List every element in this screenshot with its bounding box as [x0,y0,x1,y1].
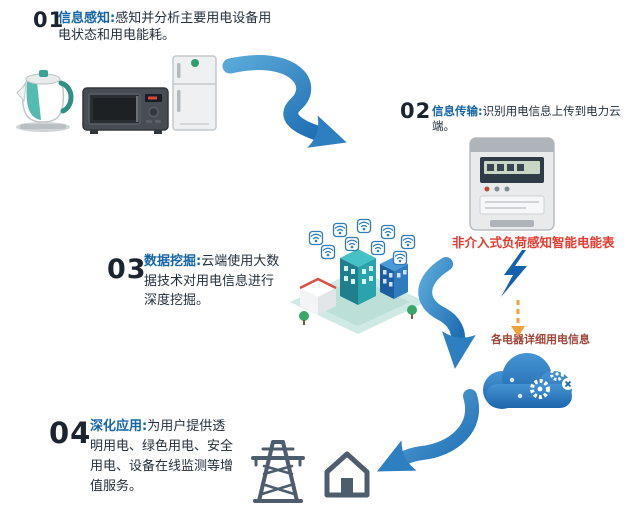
step-2-number: 02 [400,99,432,123]
step-3-desc: 云端使用大数据技术对用电信息进行深度挖掘。 [144,254,280,308]
dashed-down-arrow [511,300,525,337]
step-1-title: 信息感知: [58,11,116,26]
smart-city-illustration [290,218,426,334]
step-3-title: 数据挖掘: [144,254,202,269]
cloud-computing-icon [483,353,574,409]
house-icon [324,451,370,498]
step-2-text: 信息传输:识别用电信息上传到电力云端。 [432,104,638,134]
step-4-desc: 为用户提供透明用电、绿色用电、安全用电、设备在线监测等增值服务。 [90,419,234,494]
step-3-text: 数据挖掘:云端使用大数据技术对用电信息进行深度挖掘。 [144,252,284,311]
smart-meter-icon [469,137,555,231]
arrow-cloud-to-step4 [376,389,479,472]
close-badge-icon [562,378,574,390]
step-4-title: 深化应用: [90,419,148,434]
lightning-bolt-icon [501,250,527,297]
step-1-text: 信息感知:感知并分析主要用电设备用电状态和用电能耗。 [58,10,272,44]
step-1-desc: 感知并分析主要用电设备用电状态和用电能耗。 [58,11,272,43]
kettle-icon [16,70,74,132]
transmission-tower-icon [251,440,305,503]
meter-caption: 非介入式负荷感知智能电能表 [452,235,615,250]
step-2-desc: 识别用电信息上传到电力云端。 [432,104,621,133]
step-4-text: 深化应用:为用户提供透明用电、绿色用电、安全用电、设备在线监测等增值服务。 [90,417,236,497]
step-3-number: 03 [107,254,147,285]
fridge-icon [172,55,217,131]
gear-icon [530,379,550,399]
microwave-icon [82,87,169,134]
gear-small-icon [550,367,564,381]
appliance-detail-label: 各电器详细用电信息 [491,333,590,346]
arrow-step1-to-step2 [222,55,347,148]
step-1-number: 01 [33,8,65,32]
step-4-number: 04 [49,416,92,450]
step-2-title: 信息传输: [432,104,483,118]
